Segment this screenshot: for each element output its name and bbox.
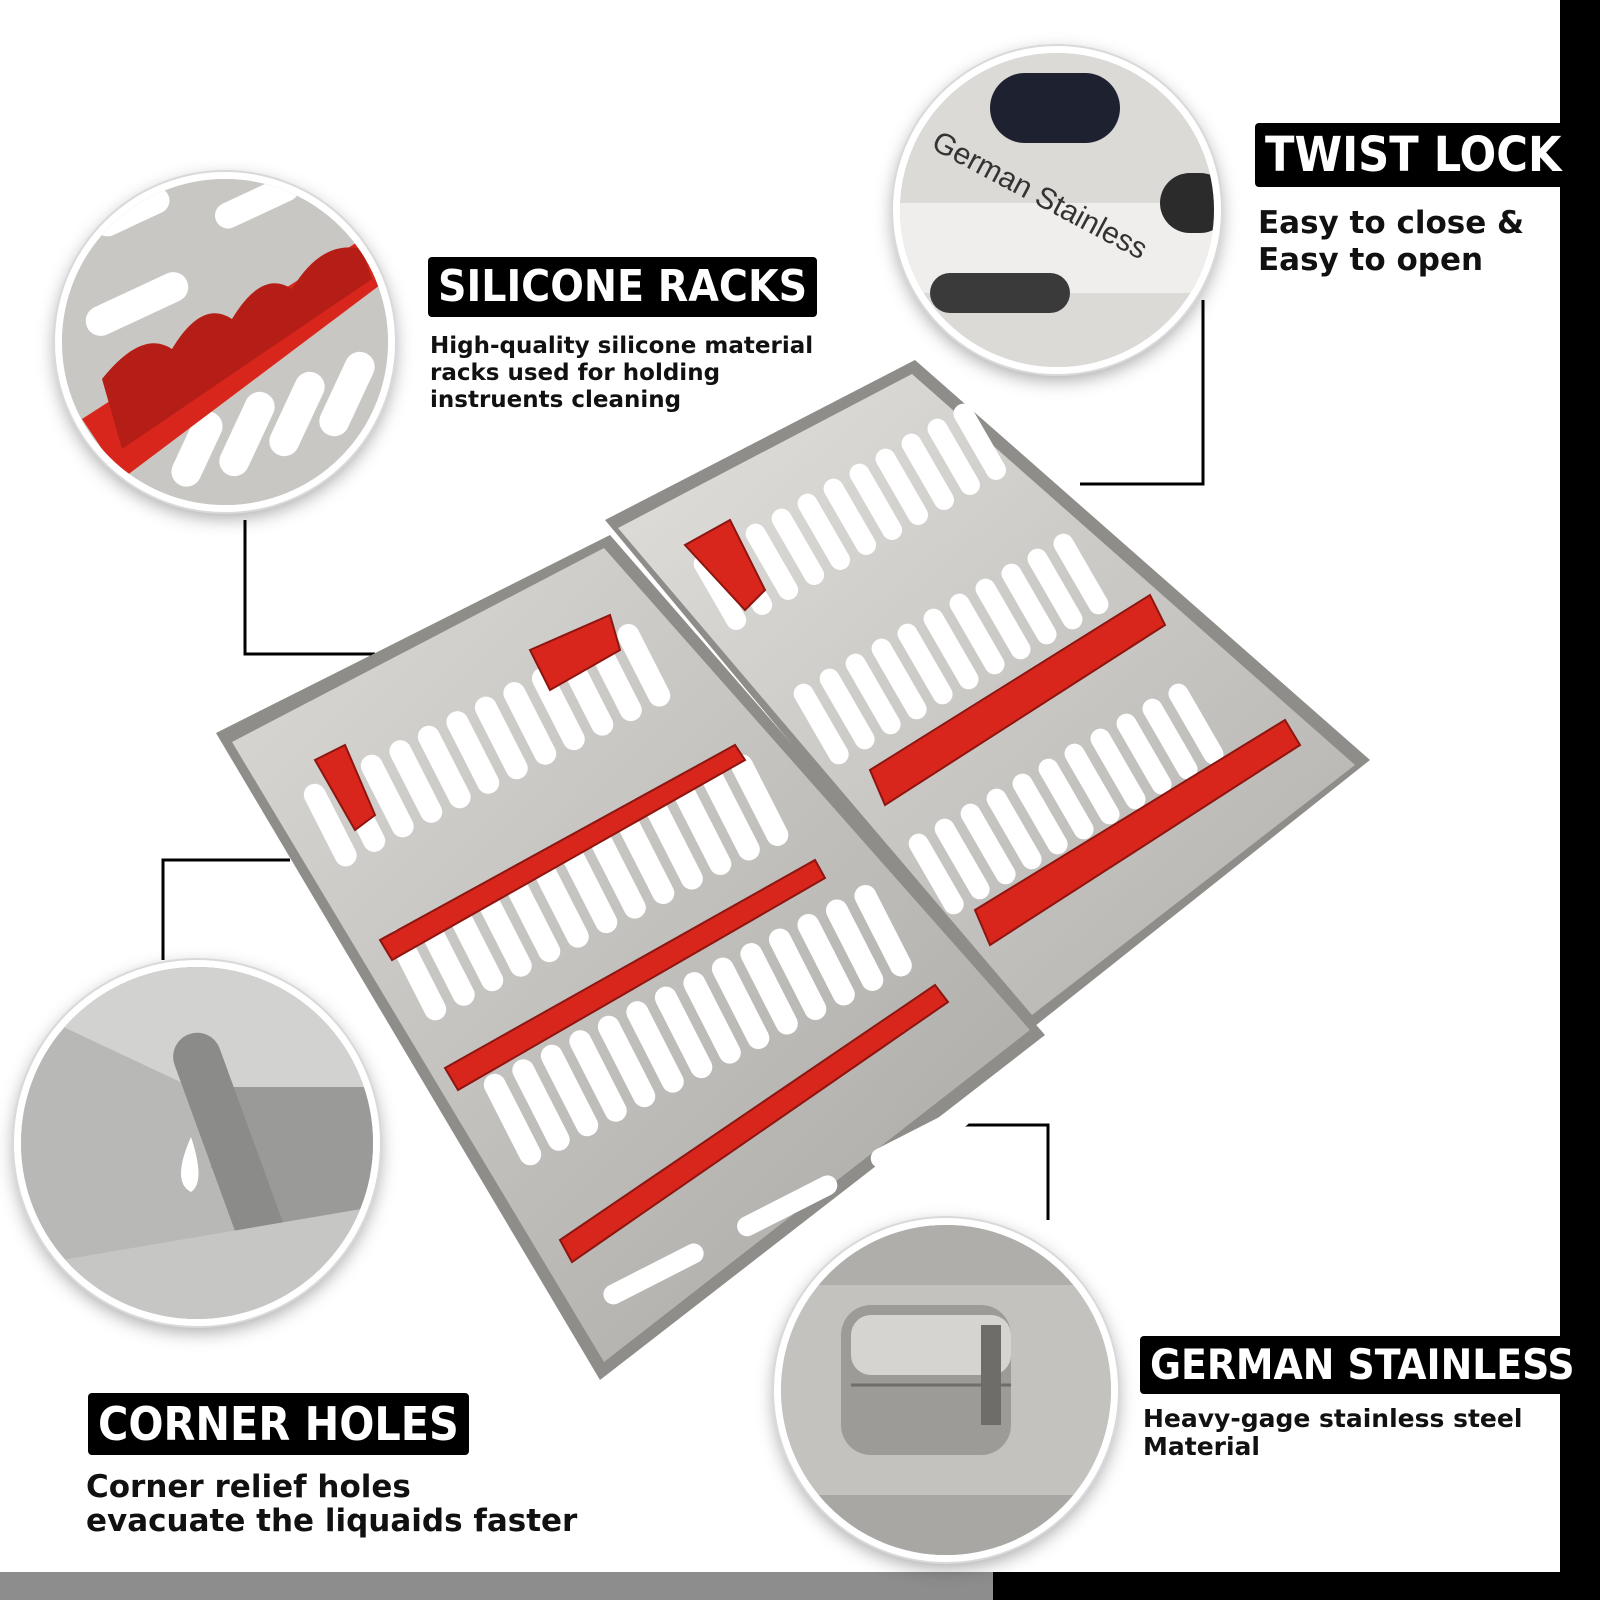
twist-lock-line-2: Easy to open (1258, 241, 1484, 278)
stainless-latch-closeup-icon (781, 1225, 1111, 1555)
corner-holes-line-1: Corner relief holes (86, 1469, 411, 1505)
bottom-left-band (0, 1572, 993, 1600)
tray-left-half (216, 535, 1045, 1380)
sterilization-tray-image (216, 360, 1370, 1380)
corner-hole-closeup-icon (21, 967, 373, 1319)
silicone-racks-title: SILICONE RACKS (428, 257, 818, 317)
twist-lock-closeup: German Stainless (893, 46, 1221, 374)
german-stainless-line-2: Material (1143, 1432, 1260, 1461)
stainless-latch-closeup (774, 1218, 1118, 1562)
silicone-racks-line-2: racks used for holding (430, 360, 721, 387)
twist-lock-line-1: Easy to close & (1258, 205, 1525, 241)
corner-holes-description: Corner relief holes evacuate the liquaid… (86, 1470, 577, 1538)
german-stainless-title: GERMAN STAINLESS (1140, 1336, 1585, 1394)
silicone-racks-line-3: instruents cleaning (430, 387, 682, 414)
silicone-racks-closeup-icon (62, 179, 388, 505)
german-stainless-line-1: Heavy-gage stainless steel (1143, 1404, 1523, 1433)
right-edge-band (1560, 0, 1600, 1600)
silicone-racks-closeup (55, 172, 395, 512)
corner-holes-title: CORNER HOLES (88, 1393, 469, 1455)
bottom-right-band (993, 1572, 1600, 1600)
twist-lock-title: TWIST LOCK (1255, 123, 1572, 187)
tray-right-half (605, 360, 1370, 1030)
twist-lock-closeup-icon: German Stainless (900, 53, 1214, 367)
corner-holes-line-2: evacuate the liquaids faster (86, 1503, 578, 1540)
corner-hole-closeup (14, 960, 380, 1326)
silicone-racks-line-1: High-quality silicone material (430, 333, 814, 359)
twist-lock-description: Easy to close & Easy to open (1258, 205, 1524, 278)
silicone-racks-description: High-quality silicone material racks use… (430, 333, 813, 414)
german-stainless-description: Heavy-gage stainless steel Material (1143, 1405, 1522, 1461)
